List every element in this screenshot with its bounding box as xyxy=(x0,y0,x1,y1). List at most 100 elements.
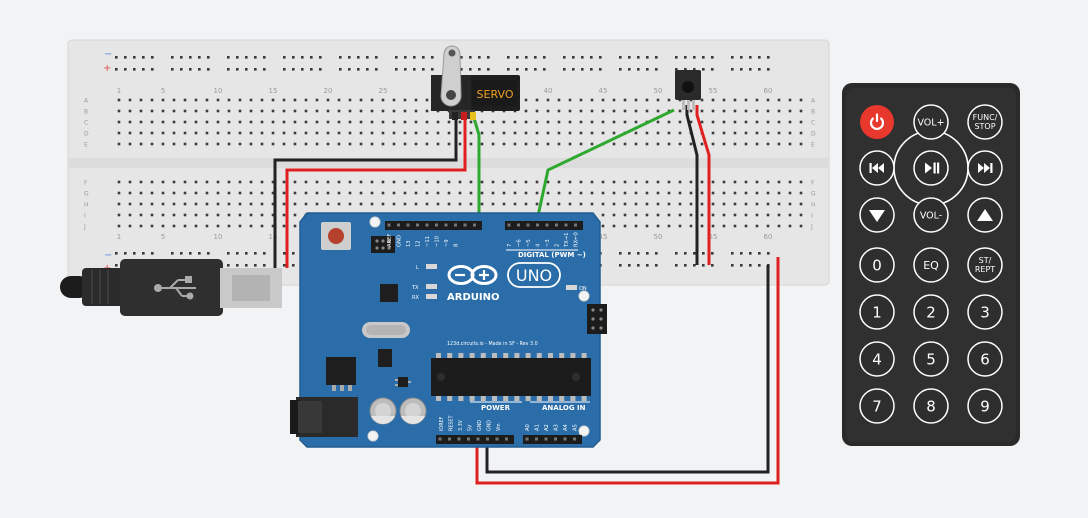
wire-servo-gnd[interactable] xyxy=(273,118,458,268)
breadboard-hole[interactable] xyxy=(124,252,127,255)
breadboard-hole[interactable] xyxy=(645,224,649,228)
breadboard-hole[interactable] xyxy=(260,202,264,206)
breadboard-hole[interactable] xyxy=(304,191,308,195)
breadboard-hole[interactable] xyxy=(283,56,286,59)
header-pin[interactable] xyxy=(507,223,511,227)
breadboard-hole[interactable] xyxy=(447,120,451,124)
breadboard-hole[interactable] xyxy=(425,109,429,113)
breadboard-hole[interactable] xyxy=(513,180,517,184)
breadboard-hole[interactable] xyxy=(623,109,627,113)
breadboard-hole[interactable] xyxy=(128,120,132,124)
breadboard-hole[interactable] xyxy=(777,120,781,124)
breadboard-hole[interactable] xyxy=(260,191,264,195)
breadboard-hole[interactable] xyxy=(767,68,770,71)
breadboard-hole[interactable] xyxy=(689,191,693,195)
breadboard-hole[interactable] xyxy=(711,98,715,102)
breadboard-hole[interactable] xyxy=(227,120,231,124)
breadboard-hole[interactable] xyxy=(180,68,183,71)
breadboard-hole[interactable] xyxy=(766,109,770,113)
breadboard-hole[interactable] xyxy=(128,180,132,184)
breadboard-hole[interactable] xyxy=(581,56,584,59)
breadboard-hole[interactable] xyxy=(579,191,583,195)
breadboard-hole[interactable] xyxy=(348,68,351,71)
breadboard-hole[interactable] xyxy=(612,98,616,102)
breadboard-hole[interactable] xyxy=(403,131,407,135)
breadboard-hole[interactable] xyxy=(172,109,176,113)
breadboard-hole[interactable] xyxy=(733,98,737,102)
breadboard-hole[interactable] xyxy=(359,202,363,206)
breadboard-hole[interactable] xyxy=(205,191,209,195)
breadboard-hole[interactable] xyxy=(675,252,678,255)
breadboard-hole[interactable] xyxy=(733,142,737,146)
breadboard-hole[interactable] xyxy=(161,224,165,228)
breadboard-hole[interactable] xyxy=(205,142,209,146)
breadboard-hole[interactable] xyxy=(414,202,418,206)
breadboard-hole[interactable] xyxy=(304,131,308,135)
breadboard-hole[interactable] xyxy=(348,142,352,146)
breadboard-hole[interactable] xyxy=(590,191,594,195)
breadboard-hole[interactable] xyxy=(579,120,583,124)
breadboard-hole[interactable] xyxy=(678,180,682,184)
breadboard-hole[interactable] xyxy=(142,252,145,255)
breadboard-hole[interactable] xyxy=(249,180,253,184)
remote-button-6[interactable]: 6 xyxy=(967,341,1003,377)
breadboard-hole[interactable] xyxy=(366,68,369,71)
breadboard-hole[interactable] xyxy=(619,264,622,267)
header-pin[interactable] xyxy=(463,223,467,227)
breadboard-hole[interactable] xyxy=(139,224,143,228)
breadboard-hole[interactable] xyxy=(271,109,275,113)
breadboard-hole[interactable] xyxy=(799,191,803,195)
breadboard-hole[interactable] xyxy=(431,68,434,71)
breadboard-hole[interactable] xyxy=(161,213,165,217)
breadboard-hole[interactable] xyxy=(788,98,792,102)
breadboard-hole[interactable] xyxy=(637,264,640,267)
breadboard-hole[interactable] xyxy=(381,180,385,184)
breadboard-hole[interactable] xyxy=(359,142,363,146)
power-analog-header[interactable] xyxy=(436,435,582,444)
breadboard-hole[interactable] xyxy=(326,202,330,206)
breadboard-hole[interactable] xyxy=(749,252,752,255)
breadboard-hole[interactable] xyxy=(216,98,220,102)
usb-cable[interactable] xyxy=(60,259,282,316)
breadboard-hole[interactable] xyxy=(381,142,385,146)
breadboard-hole[interactable] xyxy=(150,109,154,113)
breadboard-hole[interactable] xyxy=(115,68,118,71)
breadboard-hole[interactable] xyxy=(469,120,473,124)
breadboard-hole[interactable] xyxy=(601,98,605,102)
breadboard-hole[interactable] xyxy=(524,109,528,113)
breadboard-hole[interactable] xyxy=(194,142,198,146)
breadboard-hole[interactable] xyxy=(546,120,550,124)
breadboard-hole[interactable] xyxy=(711,142,715,146)
breadboard-hole[interactable] xyxy=(436,142,440,146)
breadboard-hole[interactable] xyxy=(513,120,517,124)
breadboard-hole[interactable] xyxy=(513,202,517,206)
breadboard-hole[interactable] xyxy=(370,98,374,102)
breadboard-hole[interactable] xyxy=(337,131,341,135)
breadboard-hole[interactable] xyxy=(766,98,770,102)
breadboard-hole[interactable] xyxy=(755,142,759,146)
breadboard-hole[interactable] xyxy=(151,252,154,255)
breadboard-hole[interactable] xyxy=(535,202,539,206)
breadboard-hole[interactable] xyxy=(487,68,490,71)
breadboard-hole[interactable] xyxy=(348,191,352,195)
breadboard-hole[interactable] xyxy=(249,109,253,113)
breadboard-hole[interactable] xyxy=(263,56,266,59)
breadboard-hole[interactable] xyxy=(205,213,209,217)
breadboard-hole[interactable] xyxy=(238,142,242,146)
header-pin[interactable] xyxy=(476,437,480,441)
breadboard-hole[interactable] xyxy=(315,131,319,135)
breadboard-hole[interactable] xyxy=(478,56,481,59)
breadboard-hole[interactable] xyxy=(227,264,230,267)
breadboard-hole[interactable] xyxy=(271,191,275,195)
breadboard-hole[interactable] xyxy=(357,68,360,71)
breadboard-hole[interactable] xyxy=(524,202,528,206)
breadboard-hole[interactable] xyxy=(502,131,506,135)
breadboard-hole[interactable] xyxy=(326,131,330,135)
breadboard-hole[interactable] xyxy=(524,142,528,146)
breadboard-hole[interactable] xyxy=(150,202,154,206)
breadboard-hole[interactable] xyxy=(525,68,528,71)
breadboard-hole[interactable] xyxy=(431,56,434,59)
breadboard-hole[interactable] xyxy=(711,224,715,228)
breadboard-hole[interactable] xyxy=(702,56,705,59)
